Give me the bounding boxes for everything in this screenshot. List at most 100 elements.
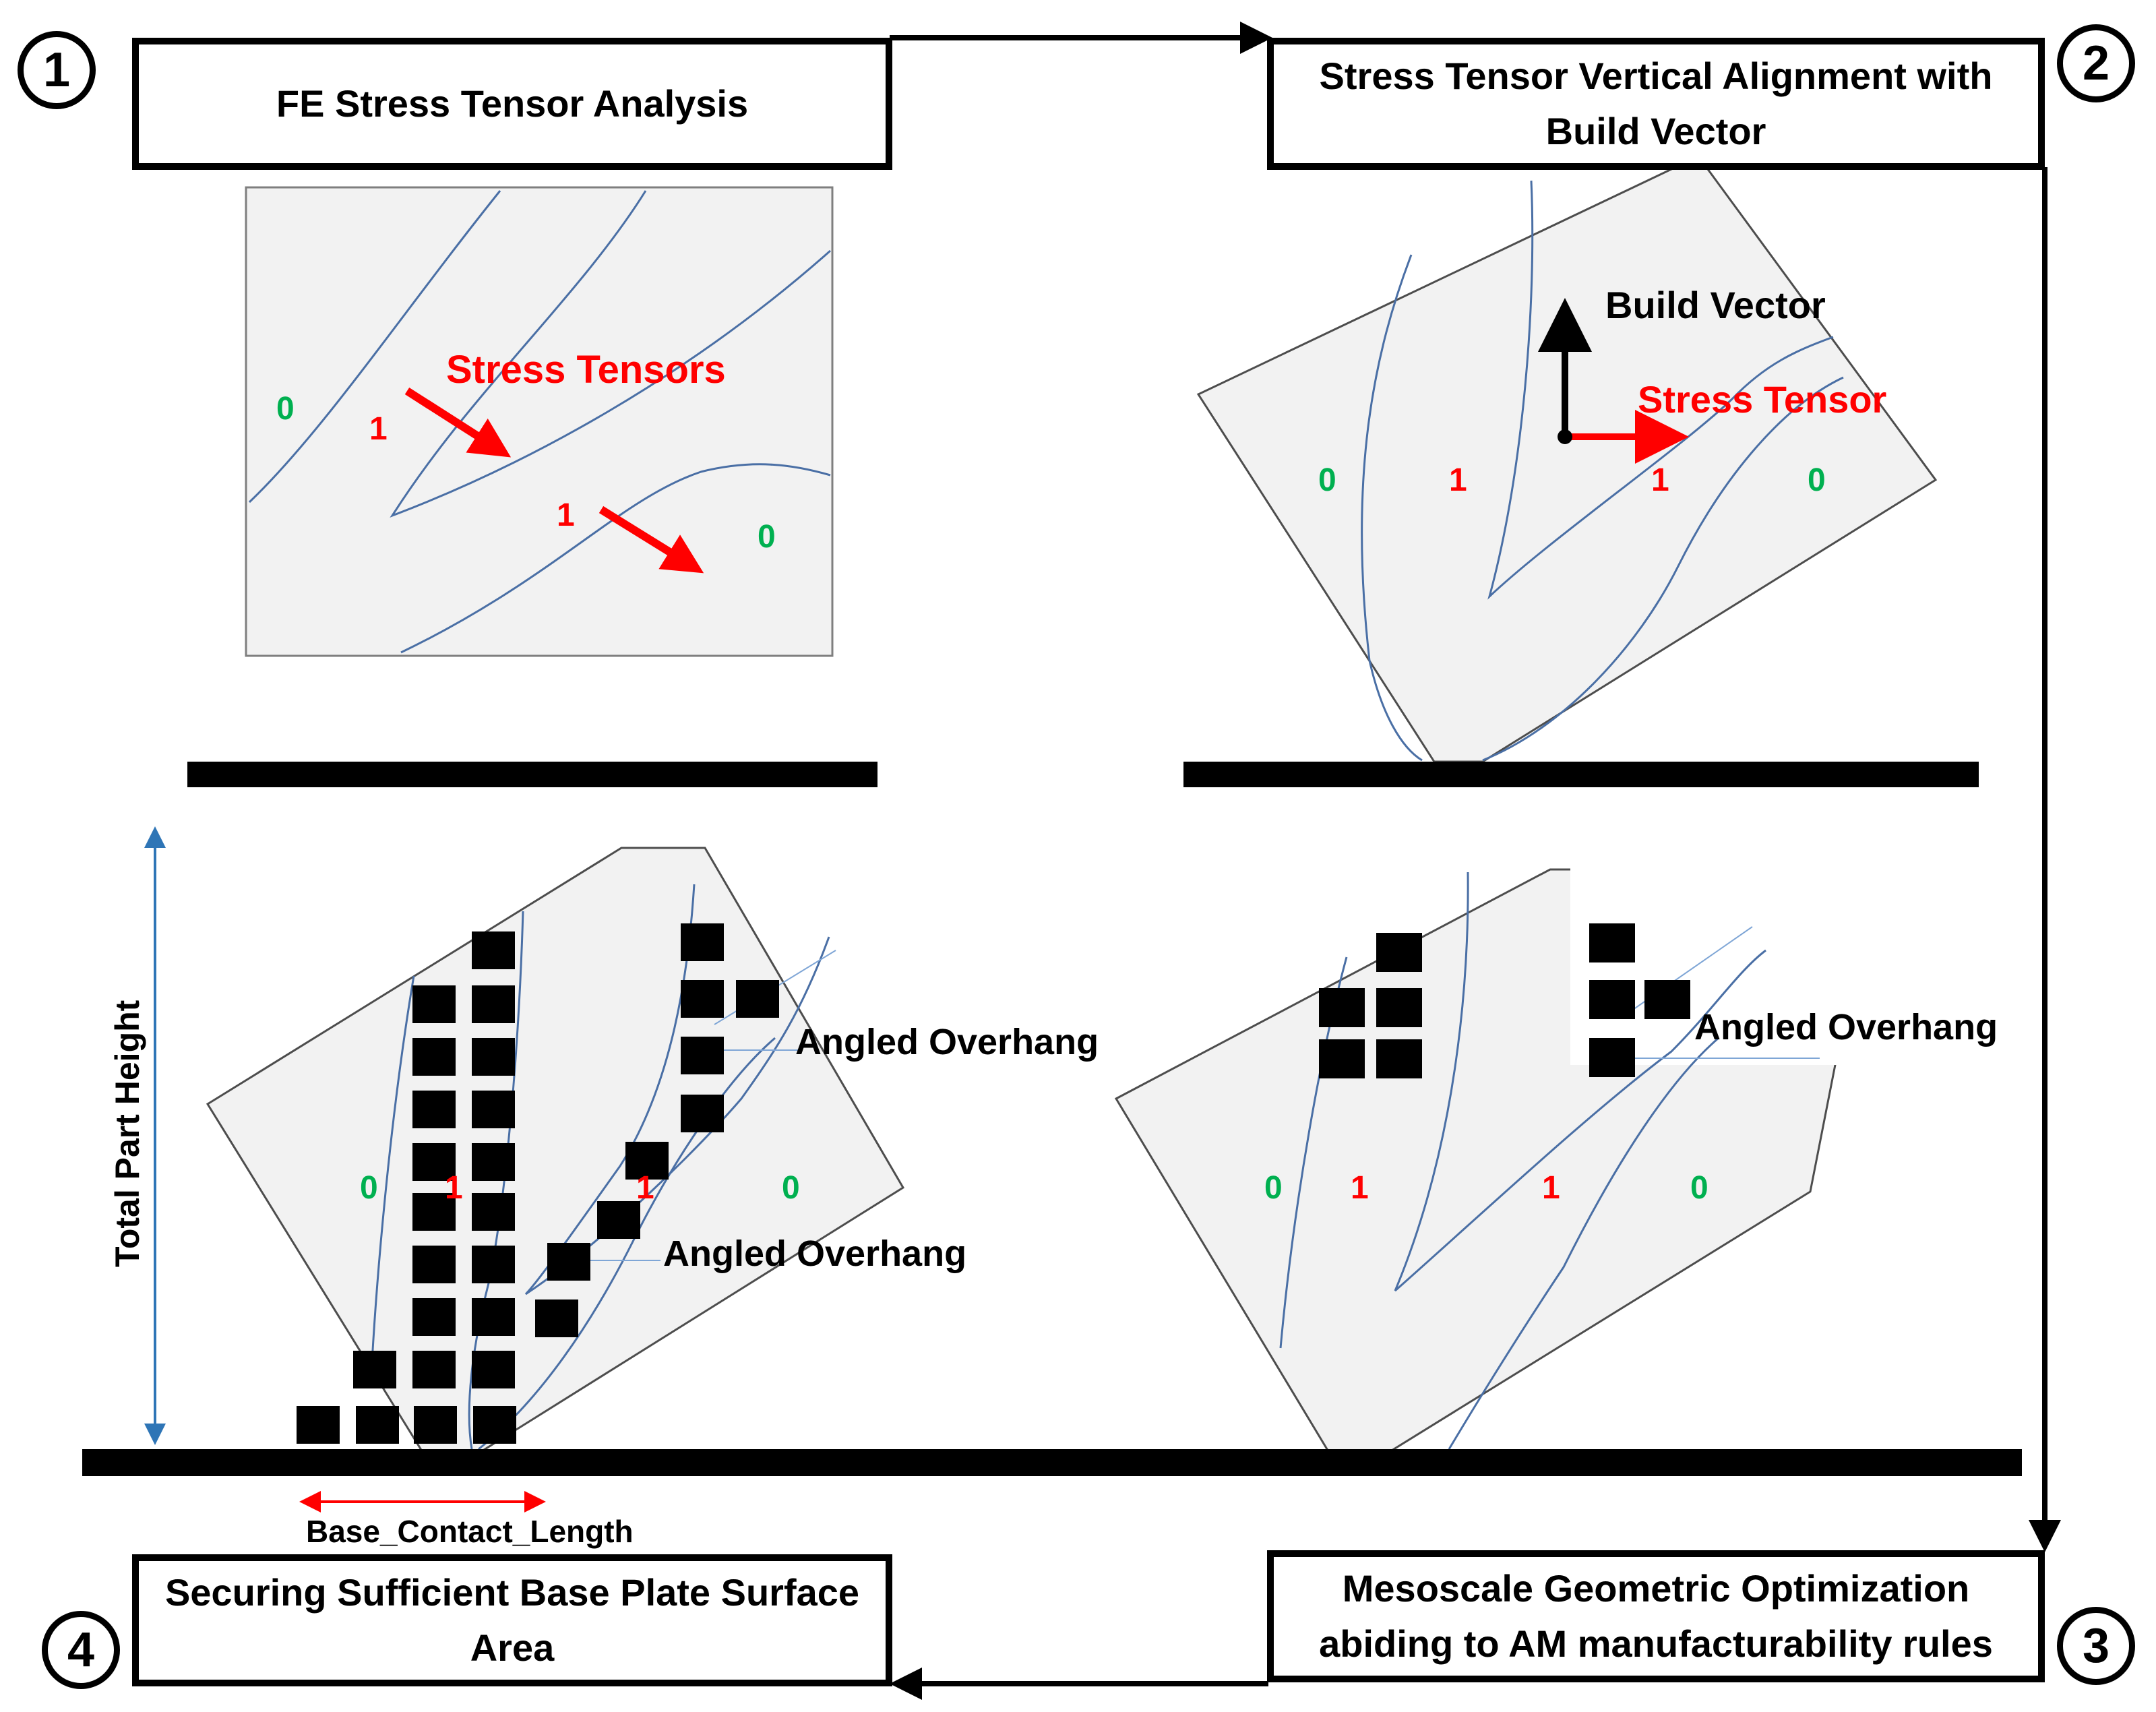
panel-3-mesoscale-optimization: Angled Overhang 0 1 1 0: [1114, 863, 1998, 1454]
lattice-cell: [472, 1091, 515, 1128]
rotated-part: [1196, 155, 1938, 763]
panel-4-base-plate-area: Angled Overhang Angled Overhang 0 1 1 0 …: [82, 826, 2022, 1549]
lattice-cell: [1644, 980, 1690, 1019]
stress-contour: [248, 190, 501, 503]
step-1-number: 1: [18, 31, 96, 109]
lattice-cell: [472, 1193, 515, 1231]
lattice-cell: [412, 1091, 456, 1128]
region-label-zero: 0: [1264, 1170, 1283, 1206]
region-label-zero: 0: [1318, 462, 1336, 498]
stress-contour: [390, 190, 831, 518]
base-plate: [82, 1449, 2022, 1476]
step-3-number: 3: [2057, 1607, 2135, 1685]
lattice-cell: [625, 1142, 669, 1180]
region-label-one: 1: [1449, 462, 1467, 498]
lattice-cell: [412, 1246, 456, 1283]
step-4-title-box: Securing Sufficient Base Plate Surface A…: [132, 1554, 892, 1686]
lattice-cell: [472, 1298, 515, 1336]
lattice-cell: [597, 1201, 640, 1239]
lattice-cell: [1589, 980, 1635, 1019]
region-label-zero: 0: [360, 1170, 378, 1206]
step-1-title: FE Stress Tensor Analysis: [276, 82, 749, 125]
lattice-cell: [412, 1193, 456, 1231]
lattice-cell: [412, 985, 456, 1023]
lattice-cell: [472, 931, 515, 969]
lattice-cell: [353, 1351, 396, 1388]
stress-contour: [400, 463, 831, 654]
step-3-title-box: Mesoscale Geometric Optimization abiding…: [1267, 1550, 2045, 1682]
lattice-cell: [1376, 1039, 1422, 1078]
angled-overhang-label: Angled Overhang: [663, 1233, 966, 1274]
lattice-cell: [412, 1351, 456, 1388]
region-label-one: 1: [445, 1170, 463, 1206]
part-plate: [245, 186, 834, 657]
lattice-cell: [472, 985, 515, 1023]
region-label-one: 1: [369, 411, 388, 447]
step-2-title-box: Stress Tensor Vertical Alignment with Bu…: [1267, 38, 2045, 170]
total-part-height-label: Total Part Height: [109, 1000, 146, 1267]
region-label-zero: 0: [782, 1170, 800, 1206]
stress-contour: [524, 884, 830, 1295]
lattice-cell: [681, 923, 724, 961]
stress-contour: [478, 1037, 776, 1450]
region-label-zero: 0: [276, 391, 295, 427]
stress-contour: [1394, 872, 1766, 1292]
angled-overhang-label: Angled Overhang: [1694, 1007, 1998, 1047]
step-4-title: Securing Sufficient Base Plate Surface A…: [164, 1571, 860, 1669]
stress-tensors-label: Stress Tensors: [446, 348, 726, 392]
lattice-cell: [472, 1246, 515, 1283]
lattice-cell: [412, 1143, 456, 1181]
lattice-cells: [297, 923, 779, 1444]
lattice-cell: [472, 1143, 515, 1181]
lattice-cell: [1376, 988, 1422, 1027]
lattice-cell: [1589, 1038, 1635, 1077]
lattice-cell: [473, 1406, 516, 1444]
stress-tensor-label: Stress Tensor: [1638, 378, 1886, 421]
lattice-cell: [297, 1406, 340, 1444]
stress-contour: [1482, 376, 1844, 762]
region-label-one: 1: [557, 497, 575, 533]
region-label-one: 1: [1542, 1170, 1560, 1206]
vector-origin: [1558, 429, 1572, 444]
step-1-title-box: FE Stress Tensor Analysis: [132, 38, 892, 170]
lattice-cell: [1319, 988, 1365, 1027]
step-2-number: 2: [2057, 24, 2135, 102]
lattice-cell: [681, 1037, 724, 1074]
angled-overhang-label: Angled Overhang: [795, 1022, 1099, 1062]
region-label-one: 1: [1651, 462, 1669, 498]
flow-arrows: [890, 22, 2061, 1700]
lattice-cell: [472, 1351, 515, 1388]
lattice-cell: [681, 980, 724, 1018]
base-plate: [187, 762, 877, 787]
lattice-cell: [356, 1406, 399, 1444]
lattice-cell: [1319, 1039, 1365, 1078]
region-label-zero: 0: [758, 519, 776, 555]
lattice-cell: [547, 1243, 590, 1281]
stress-contour: [1487, 180, 1834, 600]
base-plate: [1183, 762, 1979, 787]
region-label-zero: 0: [1690, 1170, 1708, 1206]
stress-tensor-arrow: [404, 387, 512, 458]
lattice-cell: [535, 1300, 578, 1337]
lattice-cell: [1589, 923, 1635, 962]
region-label-zero: 0: [1808, 462, 1826, 498]
lattice-cell: [681, 1095, 724, 1132]
lattice-cell: [736, 980, 779, 1018]
stress-contour: [1448, 1037, 1719, 1450]
panel-1-stress-analysis: Stress Tensors 0 1 1 0: [187, 186, 877, 787]
lattice-cell: [412, 1298, 456, 1336]
step-3-title: Mesoscale Geometric Optimization abiding…: [1319, 1567, 1993, 1665]
lattice-cell: [412, 1038, 456, 1076]
panel-2-alignment: Build Vector Stress Tensor 0 1 1 0: [1183, 155, 1979, 787]
stress-contour: [1361, 254, 1423, 762]
step-4-number: 4: [42, 1611, 120, 1689]
lattice-cell: [472, 1038, 515, 1076]
rotated-part: [206, 847, 905, 1455]
build-vector-label: Build Vector: [1605, 284, 1826, 326]
lattice-cell: [1376, 933, 1422, 972]
base-contact-length-label: Base_Contact_Length: [306, 1514, 634, 1549]
stress-tensor-arrow: [598, 506, 704, 574]
stress-contour: [371, 975, 415, 1362]
region-label-one: 1: [636, 1170, 654, 1206]
lattice-cells: [1319, 923, 1690, 1078]
